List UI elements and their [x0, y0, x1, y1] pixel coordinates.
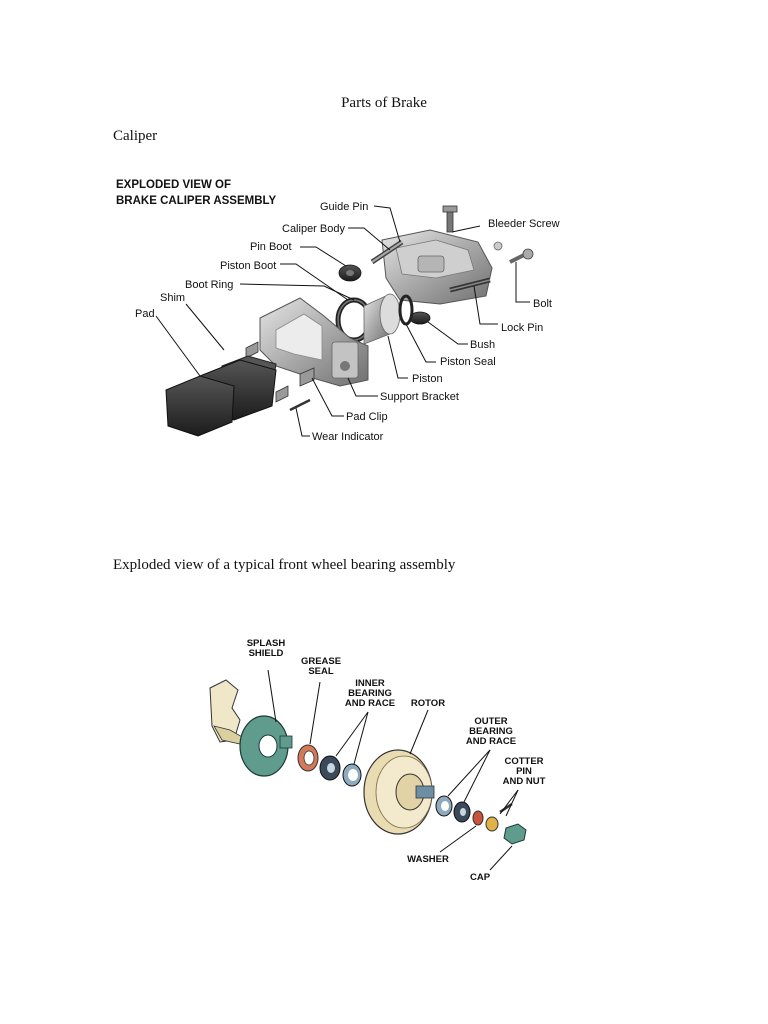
support-bracket-part: [259, 297, 369, 387]
label-bush: Bush: [470, 339, 495, 351]
wear-indicator-part: [289, 398, 311, 412]
label-outer-bearing-line2: BEARING: [469, 726, 513, 737]
label-outer-bearing-line3: AND RACE: [466, 736, 516, 747]
label-cotter-pin-line1: COTTER: [504, 756, 543, 767]
caliper-caption-line2: BRAKE CALIPER ASSEMBLY: [116, 195, 276, 207]
label-grease-seal-line1: GREASE: [301, 656, 341, 667]
label-inner-bearing-line1: INNER: [355, 678, 385, 689]
label-pin-boot: Pin Boot: [250, 241, 292, 253]
label-cotter-pin-line2: PIN: [516, 766, 532, 777]
label-piston-boot: Piston Boot: [220, 260, 276, 272]
spindle-knuckle-part: [209, 679, 245, 745]
label-lock-pin: Lock Pin: [501, 322, 543, 334]
pin-boot-part: [338, 264, 362, 282]
label-caliper-body: Caliper Body: [282, 223, 345, 235]
cap-part: [503, 823, 527, 845]
label-pad: Pad: [135, 308, 155, 320]
label-boot-ring: Boot Ring: [185, 279, 233, 291]
grease-seal-part: [297, 744, 319, 772]
outer-bearing-part: [435, 795, 471, 823]
bearing-leader-lines: [267, 669, 519, 871]
brake-caliper-exploded-diagram: EXPLODED VIEW OF BRAKE CALIPER ASSEMBLY: [116, 179, 560, 443]
bolt-part: [493, 241, 534, 264]
label-cap: CAP: [470, 872, 491, 883]
label-bolt: Bolt: [533, 298, 552, 310]
label-inner-bearing-line3: AND RACE: [345, 698, 395, 709]
document-title: Parts of Brake: [341, 95, 427, 111]
label-splash-shield-line1: SPLASH: [247, 638, 286, 649]
bleeder-screw-part: [442, 205, 458, 233]
label-piston-seal: Piston Seal: [440, 356, 496, 368]
label-inner-bearing-line2: BEARING: [348, 688, 392, 699]
piston-part: [363, 293, 401, 345]
lock-pin-part: [449, 277, 491, 293]
label-grease-seal-line2: SEAL: [308, 666, 334, 677]
label-piston: Piston: [412, 373, 443, 385]
label-splash-shield-line2: SHIELD: [249, 648, 284, 659]
section-heading-caliper: Caliper: [113, 128, 158, 144]
label-washer: WASHER: [407, 854, 449, 865]
label-pad-clip: Pad Clip: [346, 411, 388, 423]
caliper-body-part: [381, 229, 493, 305]
section-heading-wheel-bearing: Exploded view of a typical front wheel b…: [113, 557, 456, 573]
label-bleeder-screw: Bleeder Screw: [488, 218, 560, 230]
caliper-caption-line1: EXPLODED VIEW OF: [116, 179, 231, 191]
splash-shield-part: [239, 715, 293, 777]
label-outer-bearing-line1: OUTER: [474, 716, 507, 727]
label-support-bracket: Support Bracket: [380, 391, 459, 403]
inner-bearing-part: [319, 755, 362, 787]
washer-part: [472, 810, 484, 826]
label-rotor: ROTOR: [411, 698, 445, 709]
label-shim: Shim: [160, 292, 185, 304]
label-wear-indicator: Wear Indicator: [312, 431, 384, 443]
rotor-part: [363, 749, 435, 835]
label-guide-pin: Guide Pin: [320, 201, 368, 213]
label-cotter-pin-line3: AND NUT: [503, 776, 546, 787]
caliper-leader-lines: [155, 205, 530, 437]
pad-part: [165, 359, 277, 437]
guide-pin-part: [370, 239, 404, 265]
wheel-bearing-exploded-diagram: SPLASH SHIELD GREASE SEAL INNER BEARING …: [209, 638, 546, 883]
pad-clip-part: [245, 341, 315, 403]
